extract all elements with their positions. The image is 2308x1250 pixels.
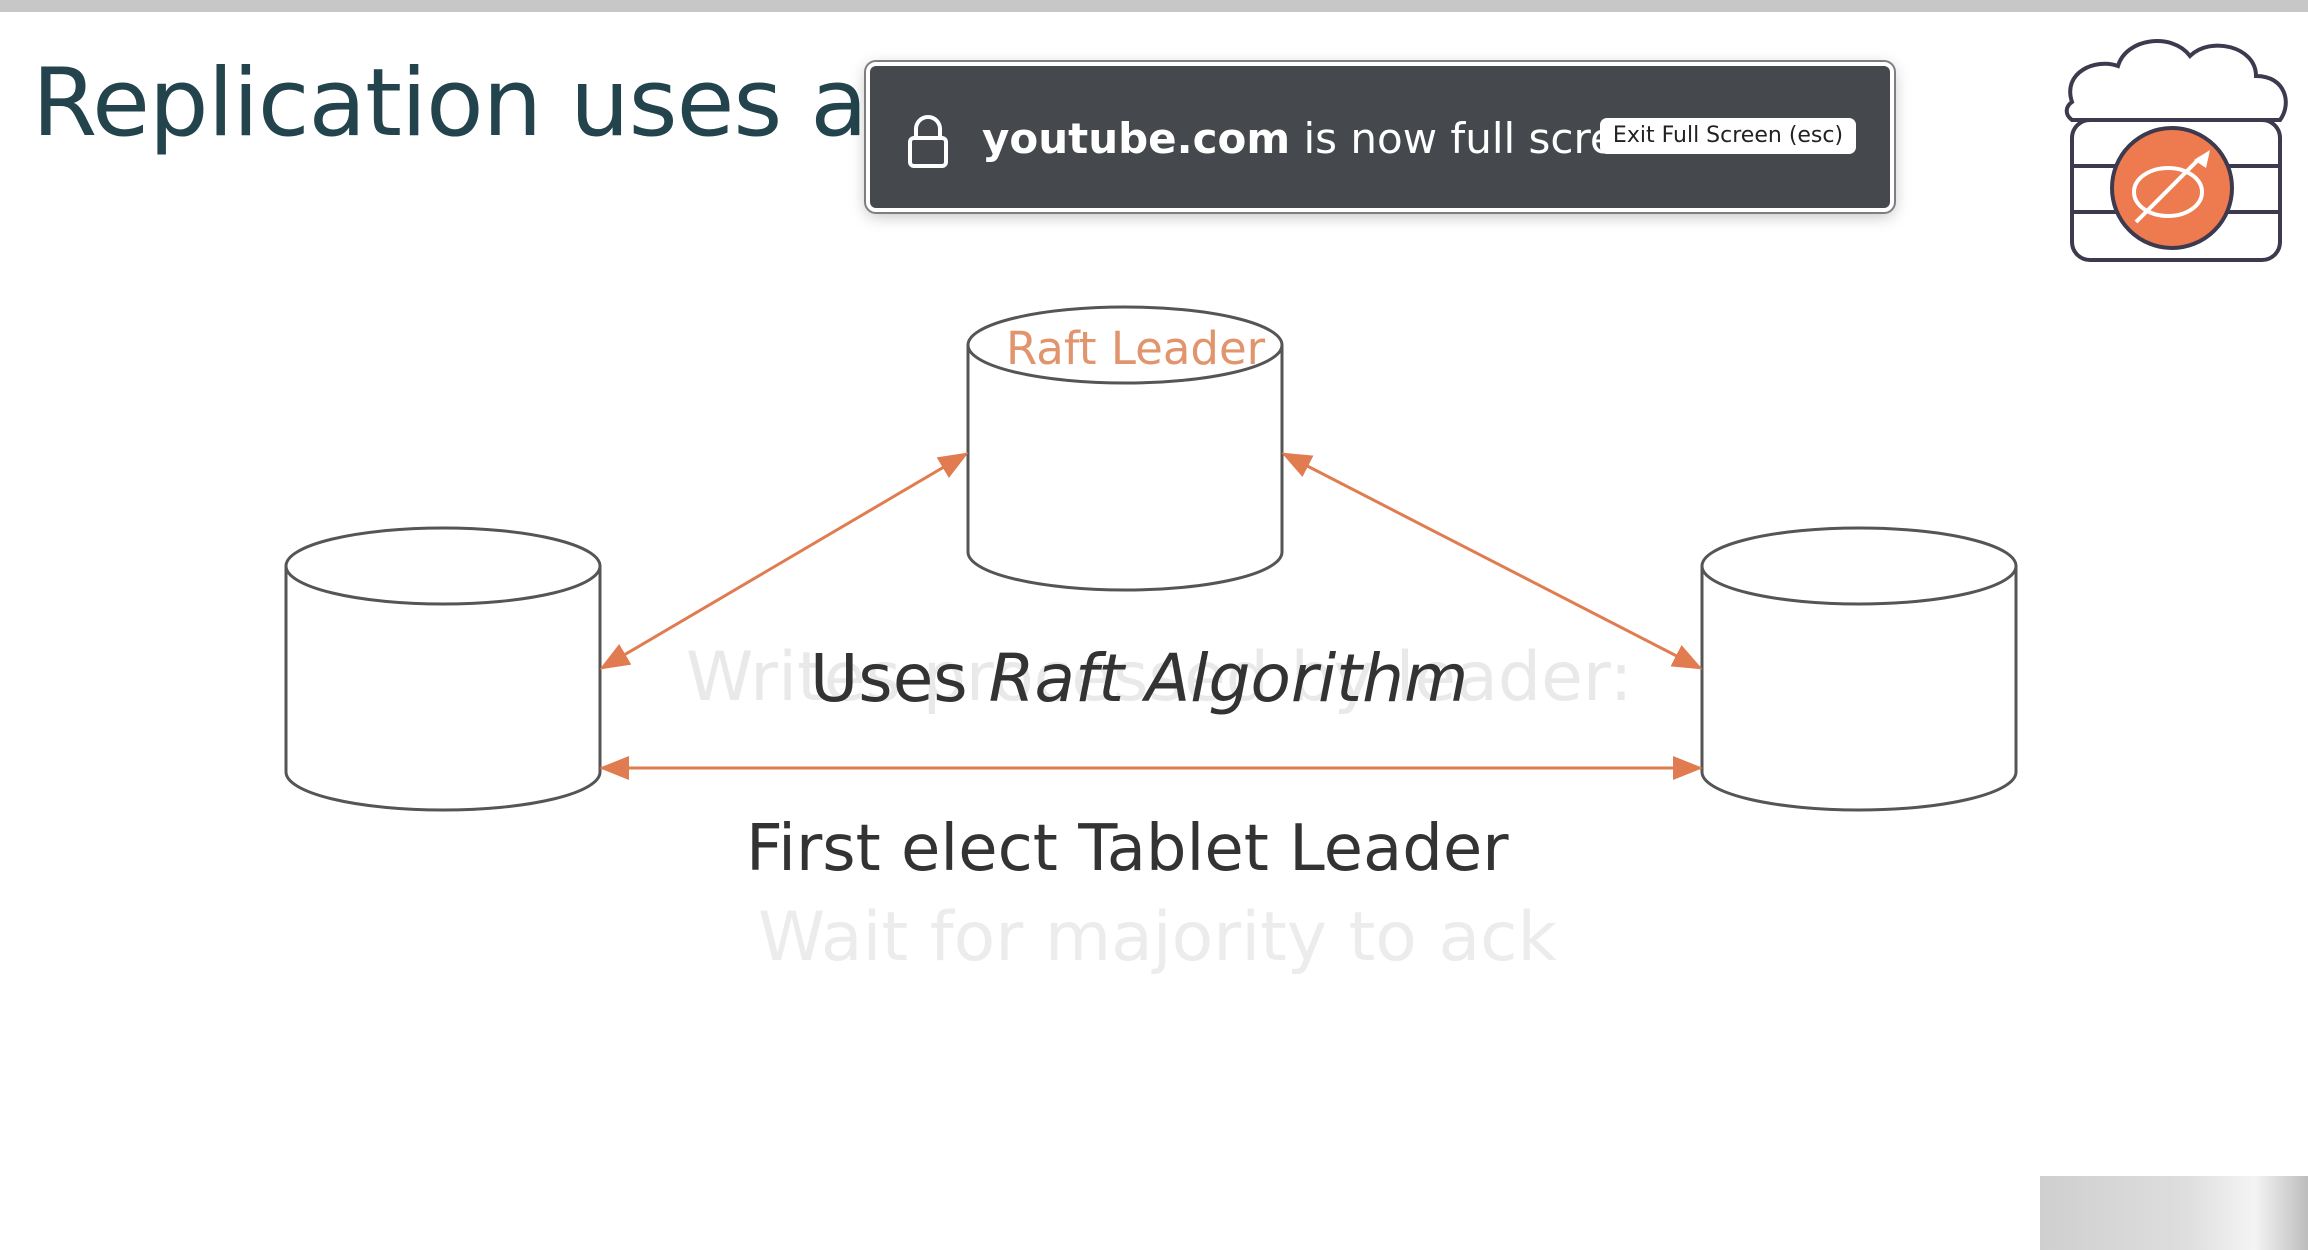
follower-node-left: [284, 526, 602, 812]
follower-node-right: [1700, 526, 2018, 812]
browser-top-edge: [0, 0, 2308, 12]
ghost-slide-text-2: Wait for majority to ack: [758, 898, 1557, 977]
raft-algorithm-caption: Uses Raft Algorithm: [810, 640, 1468, 717]
raft-leader-label: Raft Leader: [1006, 322, 1266, 375]
raft-caption-emphasis: Raft Algorithm: [988, 640, 1469, 717]
arrow-leader-to-right: [1281, 452, 1703, 670]
fullscreen-host: youtube.com: [982, 114, 1291, 163]
exit-fullscreen-button[interactable]: Exit Full Screen (esc): [1600, 118, 1856, 154]
speaker-video-thumbnail: [2040, 1176, 2308, 1250]
arrow-left-to-leader: [599, 452, 969, 670]
leader-node: [966, 305, 1284, 592]
lock-icon: [908, 115, 948, 168]
database-cloud-logo: [2064, 39, 2288, 262]
raft-caption-prefix: Uses: [810, 640, 989, 717]
fullscreen-notice: youtube.com is now full screen Exit Full…: [866, 62, 1894, 212]
fullscreen-message: youtube.com is now full screen: [982, 114, 1668, 164]
tablet-leader-caption: First elect Tablet Leader: [746, 812, 1509, 886]
